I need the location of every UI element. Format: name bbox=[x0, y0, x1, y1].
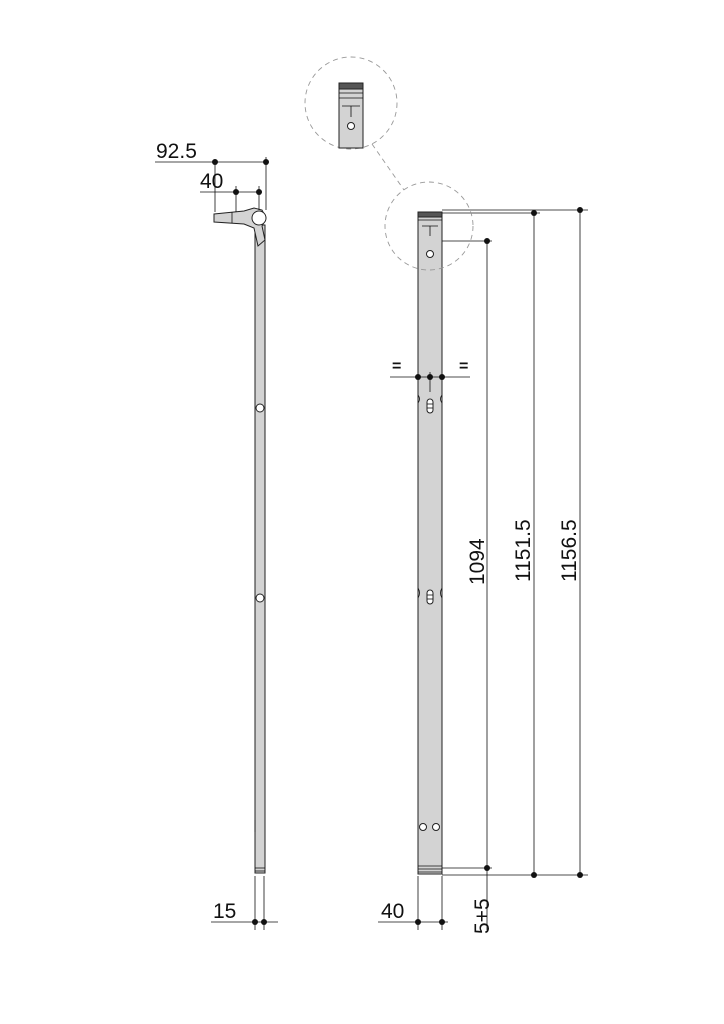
dim-label-40-front: 40 bbox=[381, 900, 404, 923]
front-view bbox=[417, 211, 443, 875]
front-dim-5-5: 5+5 bbox=[471, 898, 494, 934]
dim-label-40-side: 40 bbox=[200, 170, 223, 193]
dim-label-1094: 1094 bbox=[466, 538, 489, 585]
equal-dimension: = = bbox=[390, 358, 470, 392]
equal-mark-left: = bbox=[392, 358, 401, 375]
dim-label-15: 15 bbox=[213, 900, 236, 923]
side-dim-15: 15 bbox=[211, 876, 278, 930]
side-dim-92-5: 92.5 bbox=[155, 140, 269, 212]
detail-circle-large bbox=[304, 56, 398, 150]
detail-callout bbox=[304, 56, 474, 271]
dim-label-92-5: 92.5 bbox=[156, 140, 197, 163]
front-slot-lower bbox=[426, 589, 434, 605]
front-hole-bottom-right bbox=[432, 823, 440, 831]
dim-label-1156-5: 1156.5 bbox=[558, 519, 581, 582]
front-hole-top bbox=[426, 250, 434, 258]
front-bar bbox=[417, 211, 443, 875]
side-view bbox=[213, 207, 267, 874]
dim-label-1151-5: 1151.5 bbox=[512, 519, 535, 582]
front-dim-1156-5: 1156.5 bbox=[442, 207, 588, 878]
dim-label-5-5: 5+5 bbox=[471, 898, 494, 934]
side-dim-40: 40 bbox=[200, 170, 262, 212]
front-slot-upper bbox=[426, 398, 434, 414]
side-bar bbox=[254, 224, 266, 874]
front-dim-40: 40 bbox=[378, 876, 448, 930]
front-dim-1151-5: 1151.5 bbox=[442, 210, 588, 878]
front-dim-1094: 1094 bbox=[442, 238, 492, 930]
side-hole-upper bbox=[255, 403, 265, 413]
front-hole-bottom-left bbox=[419, 823, 427, 831]
equal-mark-right: = bbox=[459, 358, 468, 375]
detail-circle-small bbox=[384, 181, 474, 271]
side-hole-lower bbox=[255, 593, 265, 603]
